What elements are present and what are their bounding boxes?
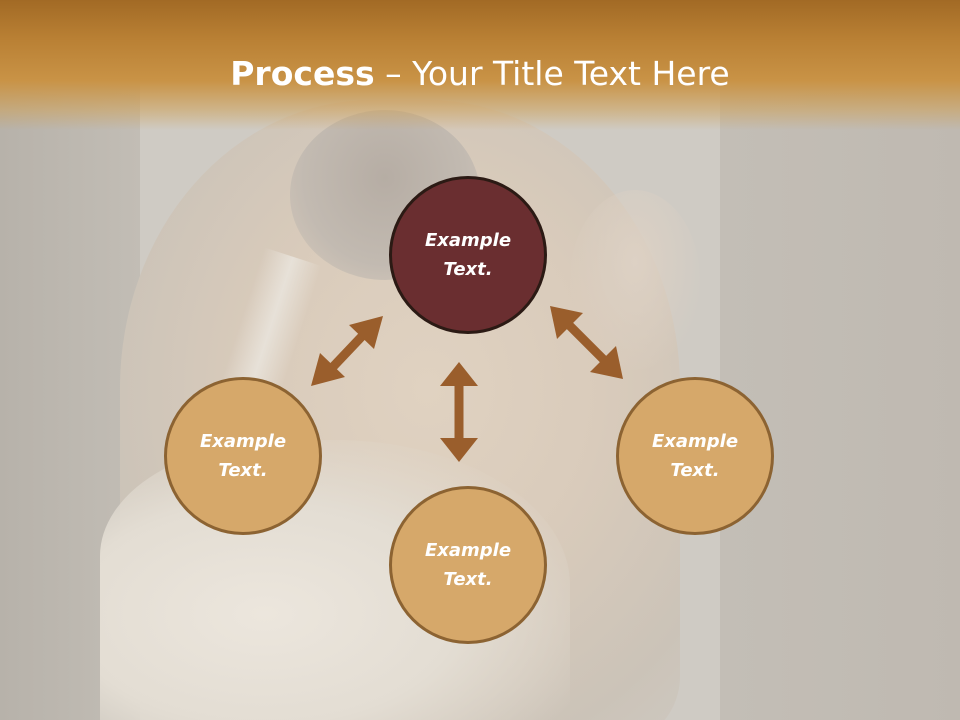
title-rest: – Your Title Text Here (374, 54, 730, 93)
arrow-top-right (550, 306, 623, 379)
title-band (0, 0, 960, 130)
process-node-right[interactable]: Example Text. (616, 377, 774, 535)
node-label: Example Text. (651, 431, 739, 481)
node-label: Example Text. (424, 230, 512, 280)
node-label: Example Text. (424, 540, 512, 590)
process-node-left[interactable]: Example Text. (164, 377, 322, 535)
process-node-bottom[interactable]: Example Text. (389, 486, 547, 644)
title-bold: Process (230, 54, 375, 93)
slide-title[interactable]: Process – Your Title Text Here (0, 52, 960, 96)
arrow-vertical (440, 362, 478, 462)
process-node-top[interactable]: Example Text. (389, 176, 547, 334)
arrow-top-left (311, 316, 383, 386)
node-label: Example Text. (199, 431, 287, 481)
